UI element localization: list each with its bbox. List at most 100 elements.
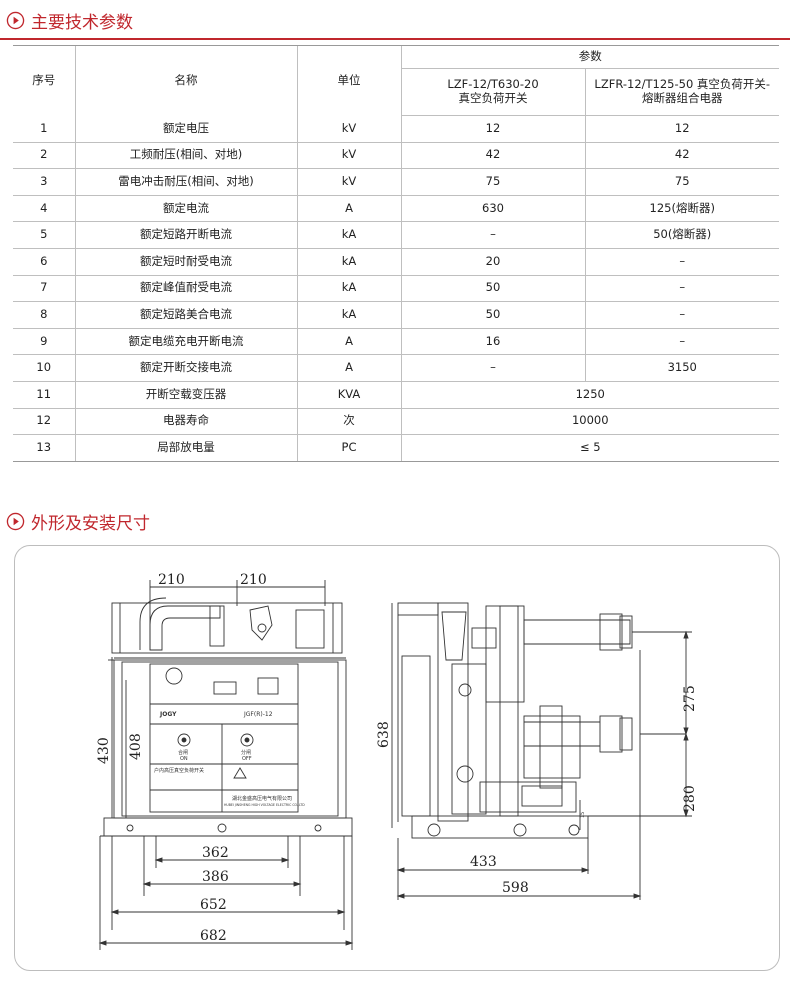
dim-682: 682 <box>200 928 227 944</box>
dim-638: 638 <box>376 721 392 748</box>
side-top-bracket <box>397 602 439 616</box>
front-handle-loop <box>149 605 221 651</box>
header-col-a-line1: LZF-12/T630-20 <box>447 77 539 92</box>
cell-unit: kV <box>297 142 402 170</box>
front-panel <box>149 663 299 813</box>
cell-value-a: 16 <box>401 328 586 356</box>
header-col-a: LZF-12/T630-20 真空负荷开关 <box>401 68 586 116</box>
header-no: 序号 <box>13 46 76 116</box>
front-top-frame <box>111 602 343 654</box>
cell-merged-value: ≤ 5 <box>401 434 779 462</box>
cell-value-a: 12 <box>401 115 586 143</box>
cell-value-b: – <box>585 275 779 303</box>
header-params: 参数 <box>401 46 779 69</box>
cell-unit: A <box>297 195 402 223</box>
dim-210-left: 210 <box>158 572 185 588</box>
cell-unit: kV <box>297 115 402 143</box>
cell-value-a: 75 <box>401 168 586 196</box>
cell-value-a: – <box>401 221 586 249</box>
spec-section-rule <box>0 38 790 40</box>
cell-no: 3 <box>13 168 76 196</box>
cell-unit: A <box>297 354 402 382</box>
cell-no: 10 <box>13 354 76 382</box>
spec-table: 序号 名称 单位 参数 LZF-12/T630-20 真空负荷开关 LZFR-1… <box>13 46 779 462</box>
drawing-frame <box>14 545 780 971</box>
cell-name: 额定电压 <box>75 115 298 143</box>
cell-value-b: 75 <box>585 168 779 196</box>
cell-unit: kA <box>297 275 402 303</box>
cell-unit: KVA <box>297 381 402 409</box>
cell-value-b: – <box>585 301 779 329</box>
cell-no: 13 <box>13 434 76 462</box>
cell-no: 1 <box>13 115 76 143</box>
header-unit: 单位 <box>297 46 402 116</box>
panel-label-off: 分闸 <box>241 749 251 756</box>
front-lever <box>249 605 273 641</box>
panel-nameplate: 户内高压真空负荷开关 <box>154 767 204 774</box>
panel-on-en: ON <box>180 756 188 762</box>
cell-unit: A <box>297 328 402 356</box>
front-main-body <box>113 659 347 819</box>
cell-value-b: – <box>585 248 779 276</box>
cell-name: 开断空载变压器 <box>75 381 298 409</box>
cell-name: 额定短时耐受电流 <box>75 248 298 276</box>
dim-386: 386 <box>202 869 229 885</box>
cell-no: 6 <box>13 248 76 276</box>
side-lower-arm <box>523 715 581 779</box>
cell-value-a: 20 <box>401 248 586 276</box>
dim-598: 598 <box>502 880 529 896</box>
cell-name: 额定短路美合电流 <box>75 301 298 329</box>
cell-value-b: – <box>585 328 779 356</box>
cell-value-a: 50 <box>401 275 586 303</box>
side-view <box>391 602 692 900</box>
panel-label-on: 合闸 <box>178 749 188 756</box>
side-mechanism <box>437 602 469 822</box>
cell-no: 2 <box>13 142 76 170</box>
spec-section-heading: 主要技术参数 <box>6 8 133 33</box>
cell-unit: PC <box>297 434 402 462</box>
cell-no: 8 <box>13 301 76 329</box>
dim-408: 408 <box>128 733 144 760</box>
header-col-a-line2: 真空负荷开关 <box>458 91 528 105</box>
cell-no: 4 <box>13 195 76 223</box>
panel-off-en: OFF <box>242 756 252 762</box>
header-col-b: LZFR-12/T125-50 真空负荷开关- 熔断器组合电器 <box>585 68 779 116</box>
cell-no: 12 <box>13 408 76 436</box>
panel-maker: 湖北金盛高压电气有限公司 <box>232 795 292 802</box>
cell-value-b: 3150 <box>585 354 779 382</box>
cell-no: 7 <box>13 275 76 303</box>
dim-652: 652 <box>200 897 227 913</box>
dim-430: 430 <box>96 737 112 764</box>
panel-brand: JOGY <box>159 711 177 718</box>
dim-210-right: 210 <box>240 572 267 588</box>
drawing-section-heading: 外形及安装尺寸 <box>6 509 150 534</box>
dim-275: 275 <box>682 685 698 712</box>
header-col-b-line1: LZFR-12/T125-50 真空负荷开关- <box>594 77 771 92</box>
cell-name: 额定短路开断电流 <box>75 221 298 249</box>
table-top-border <box>13 45 779 46</box>
play-bullet-icon <box>6 512 25 531</box>
cell-value-a: 630 <box>401 195 586 223</box>
cell-name: 额定开断交接电流 <box>75 354 298 382</box>
cell-name: 雷电冲击耐压(相间、对地) <box>75 168 298 196</box>
cell-name: 额定电缆充电开断电流 <box>75 328 298 356</box>
cell-no: 9 <box>13 328 76 356</box>
cell-merged-value: 1250 <box>401 381 779 409</box>
cell-no: 11 <box>13 381 76 409</box>
header-col-b-line2: 熔断器组合电器 <box>642 91 723 105</box>
cell-value-b: 12 <box>585 115 779 143</box>
cell-name: 局部放电量 <box>75 434 298 462</box>
cell-name: 工频耐压(相间、对地) <box>75 142 298 170</box>
